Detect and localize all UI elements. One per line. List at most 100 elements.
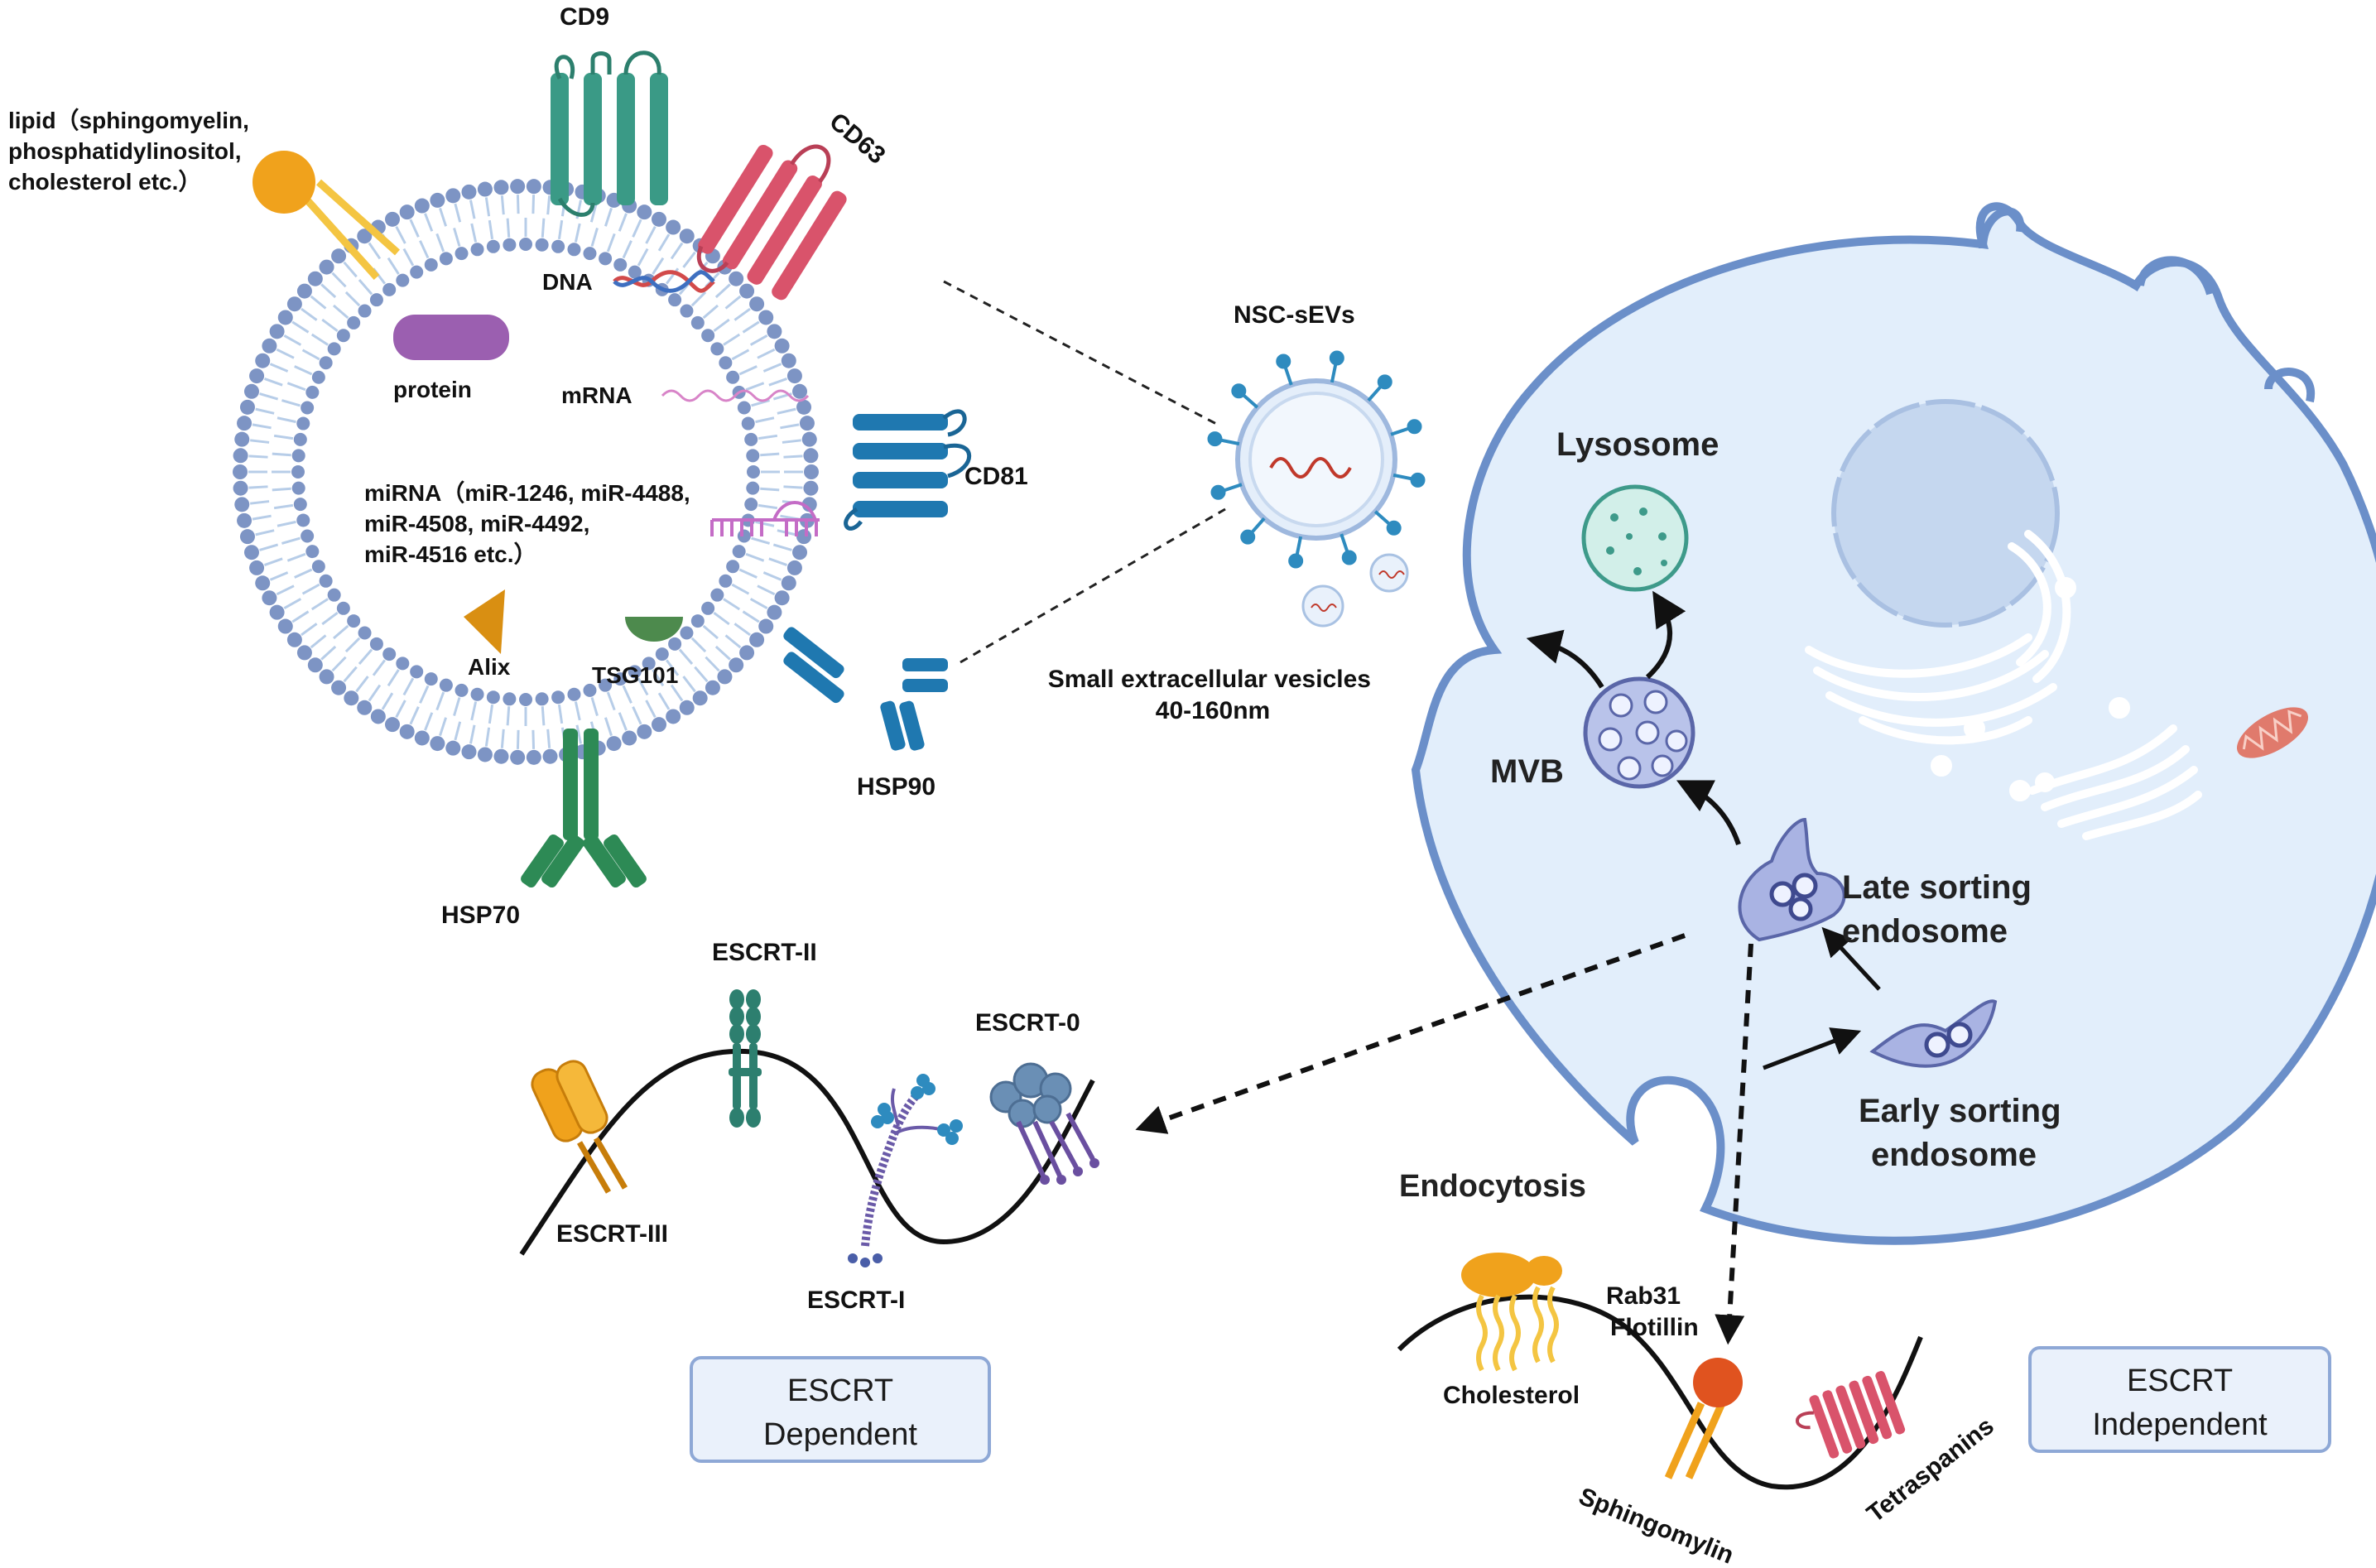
lipid-head (680, 304, 694, 318)
lipid-head (726, 370, 740, 384)
lipid-head (551, 690, 565, 705)
arrow-mvb-to-membrane (1526, 629, 1604, 689)
arrow-early-to-late (1821, 926, 1881, 991)
lipid-head (744, 498, 758, 512)
lipid-tail (248, 455, 268, 459)
lipid-head (384, 211, 400, 227)
lipid-tail (409, 219, 420, 238)
alix-label: Alix (468, 654, 511, 680)
lipid-tail (645, 700, 657, 718)
lipid-head (542, 748, 558, 764)
lipid-head (719, 356, 733, 370)
lipid-head (410, 665, 424, 679)
lipid-tail (283, 598, 302, 610)
lipid-tail (381, 692, 394, 710)
lipid-tail (372, 659, 387, 676)
lipid-head (486, 239, 500, 253)
lipid-head (796, 399, 812, 415)
lipid-tail (738, 365, 758, 376)
lipid-head (567, 243, 581, 257)
lipid-head (477, 747, 493, 762)
lipid-head (477, 181, 493, 197)
lipid-head (622, 730, 637, 746)
lipid-tail (439, 207, 448, 227)
lipid-head (503, 238, 517, 252)
lipid-head (237, 512, 253, 528)
lipid-head (296, 416, 310, 430)
sphingomyelin-molecule (1664, 1358, 1743, 1479)
cd81-label: CD81 (964, 463, 1028, 490)
lipid-tail (546, 729, 551, 748)
lipid-head (319, 259, 334, 275)
lipid-head (486, 690, 500, 705)
escrt-dependent-diagram: ESCRT-III ESCRT-II ESCRT-I (519, 939, 1099, 1463)
lipid-tail (637, 677, 649, 696)
lipid-tail (248, 485, 268, 489)
lipid-head (510, 179, 526, 195)
lipid-tail (484, 197, 491, 217)
escrt0-label: ESCRT-0 (975, 1009, 1080, 1037)
escrt1-label: ESCRT-I (807, 1287, 905, 1314)
lipid-tail (574, 701, 581, 721)
lipid-tail (424, 712, 434, 731)
lipid-tail (387, 257, 400, 275)
lipid-head (701, 329, 715, 343)
lipid-tail (690, 291, 707, 307)
sev-spike-tip (1377, 374, 1392, 390)
escrt-independent-box: ESCRT Independent (2028, 1346, 2331, 1453)
lipid-tail (682, 251, 696, 268)
cell-bud-3 (2264, 368, 2316, 403)
lipid-tail (531, 195, 536, 214)
lipid-tail (435, 233, 445, 253)
lipid-head (668, 637, 682, 651)
sev-small-2 (1369, 553, 1409, 593)
bilayer-inner-heads (291, 238, 760, 706)
lipid-head (307, 657, 323, 673)
lipid-tail (751, 536, 770, 545)
lipid-head (690, 315, 705, 329)
lipid-head (396, 273, 410, 287)
lipid-head (344, 690, 359, 706)
lipid-tail (757, 348, 776, 359)
lipid-tail (733, 307, 751, 321)
lipid-tail (419, 685, 430, 704)
lipid-tail (762, 571, 782, 581)
lipid-head (311, 370, 325, 384)
sev-spike-tip (1341, 550, 1357, 565)
lipid-tail (281, 399, 301, 407)
lipid-tail (291, 610, 310, 623)
lipid-head (239, 399, 255, 415)
lipid-head (239, 529, 255, 545)
mirna-hairpin-icon (710, 501, 820, 536)
lipid-tail (276, 348, 295, 359)
lipid-tail (657, 233, 671, 252)
arrow-mvb-to-lysosome (1645, 590, 1686, 680)
lipid-head (293, 432, 307, 446)
lipid-tail (320, 645, 337, 661)
mvb-label: MVB (1490, 753, 1564, 790)
lipid-tail (758, 434, 778, 440)
lipid-tail (387, 669, 400, 687)
lipid-tail (252, 423, 272, 430)
lipid-head (799, 416, 815, 431)
hsp90-label: HSP90 (857, 773, 935, 801)
lipid-head (526, 749, 541, 765)
lipid-head (628, 665, 642, 679)
lipid-tail (652, 669, 665, 687)
bilayer-outer-heads (233, 179, 819, 765)
lipid-head (296, 513, 310, 527)
lipid-head (739, 283, 755, 299)
lipid-tail (488, 704, 494, 724)
endoplasmic-reticulum (1805, 530, 2076, 777)
lipid-head (758, 618, 774, 634)
lipid-head (666, 709, 681, 724)
lipid-head (319, 356, 333, 370)
lipid-tail (652, 257, 665, 275)
lipid-head (767, 604, 782, 620)
cell-membrane (1411, 202, 2376, 1245)
lipid-molecule (253, 151, 401, 281)
lipid-tail (531, 729, 536, 749)
lipid-head (599, 678, 613, 692)
lipid-head (296, 645, 312, 661)
lipid-tail (632, 706, 642, 725)
